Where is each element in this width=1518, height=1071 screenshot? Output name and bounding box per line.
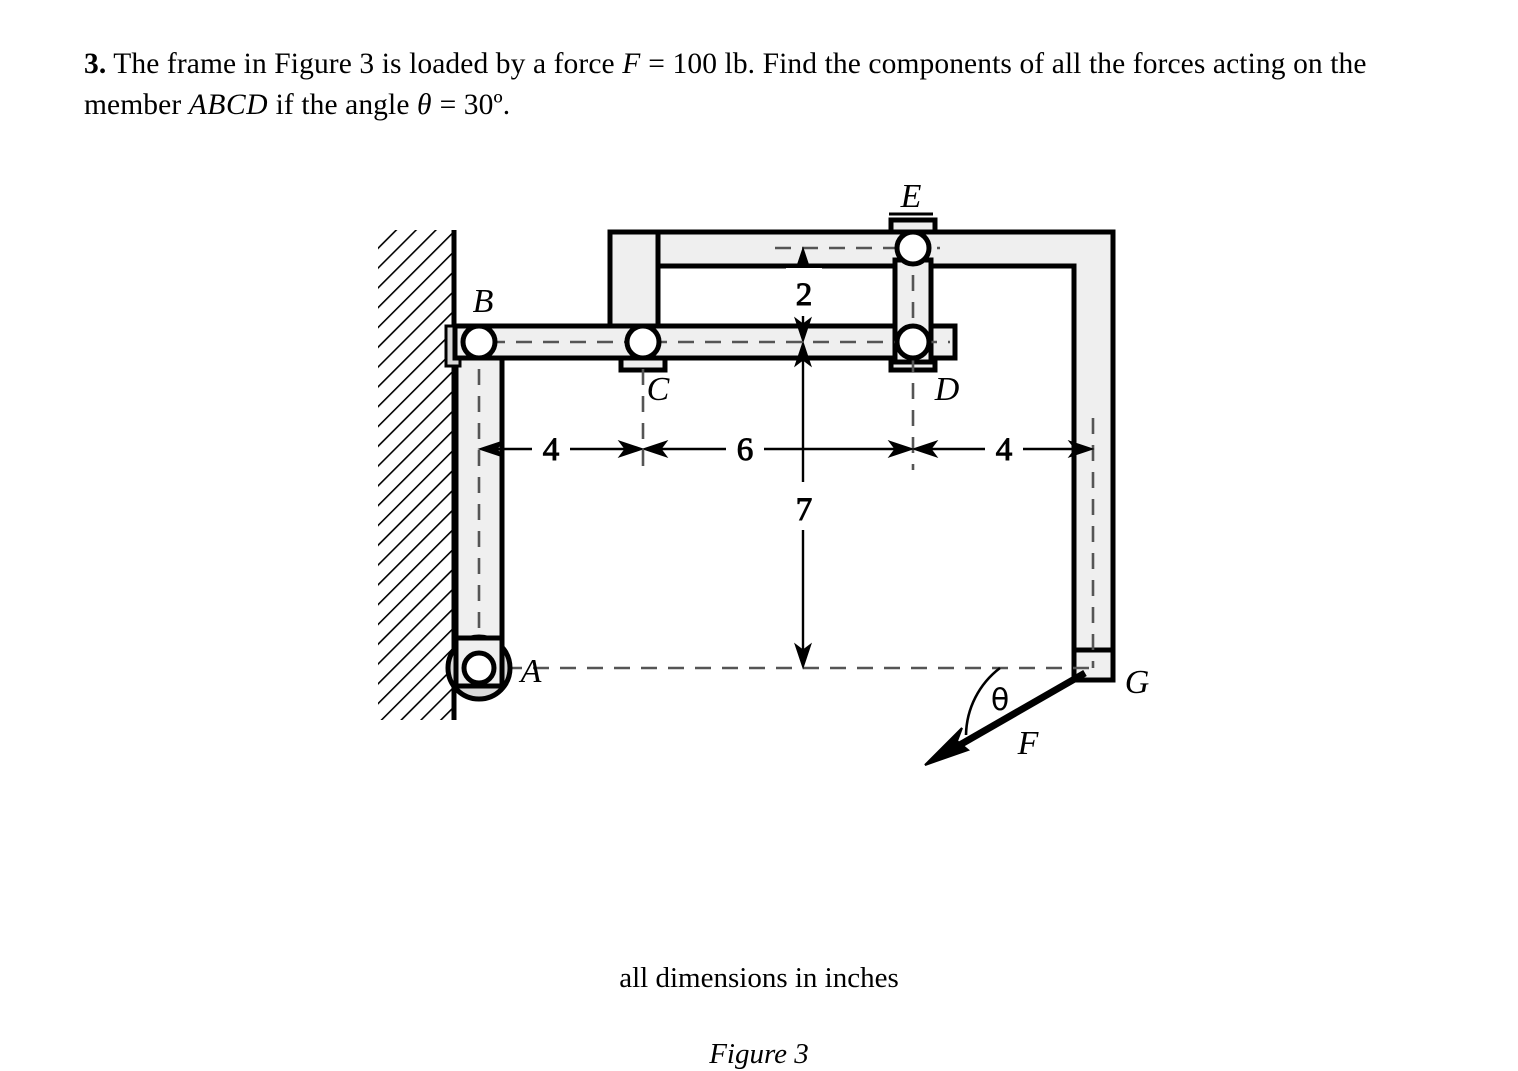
problem-text-2b: if the angle — [268, 88, 417, 121]
pin-D — [894, 323, 932, 361]
pin-C — [624, 323, 662, 361]
horizontal-dimension-chain: 4 6 4 — [477, 426, 1095, 470]
dim7-arrow-bottom — [794, 642, 812, 670]
force-symbol: F — [622, 48, 641, 80]
label-B: B — [473, 283, 494, 320]
member-AB-vertical — [444, 324, 505, 673]
dim4b-arrow-left — [911, 440, 939, 458]
problem-text-1b: = 100 lb. Find the components of all the… — [640, 48, 1206, 80]
dimensions-note: all dimensions in inches — [619, 962, 899, 994]
label-G: G — [1125, 664, 1150, 701]
dimension-4-right: 4 — [996, 432, 1013, 468]
dim6-arrow-right — [887, 440, 915, 458]
pin-B — [460, 323, 498, 361]
dim7-arrow-top — [794, 340, 812, 368]
problem-text-2c: = 30º. — [432, 88, 511, 121]
dim4a-arrow-right — [617, 440, 645, 458]
page-root: 3. The frame in Figure 3 is loaded by a … — [0, 44, 1518, 1070]
vertical-dimension-2: 2 — [786, 246, 822, 344]
label-C: C — [647, 371, 670, 408]
dim2-arrow-bottom — [794, 316, 812, 344]
frame-svg: 4 6 4 2 7 — [378, 178, 1150, 766]
wall-hatch-fill — [378, 230, 454, 720]
pins — [445, 229, 932, 702]
dim2-label-bg — [786, 268, 822, 316]
dim6-label-bg — [726, 426, 764, 470]
dim4a-label-bg — [532, 426, 570, 470]
dimension-2-vertical: 2 — [796, 277, 813, 313]
problem-text-1a: The frame in Figure 3 is loaded by a for… — [113, 48, 623, 80]
problem-statement: 3. The frame in Figure 3 is loaded by a … — [84, 44, 1464, 125]
figure-caption: Figure 3 — [709, 1038, 809, 1070]
member-symbol: ABCD — [188, 88, 269, 121]
label-D: D — [934, 371, 960, 408]
dim4b-arrow-right — [1067, 440, 1095, 458]
dimension-7-vertical: 7 — [796, 492, 813, 528]
label-A: A — [519, 653, 542, 690]
wall-support — [378, 230, 457, 720]
member-ABCD-horizontal — [452, 323, 958, 373]
figure-3-diagram: 4 6 4 2 7 — [0, 150, 1518, 1070]
dim4a-arrow-left — [477, 440, 505, 458]
label-E: E — [900, 178, 922, 215]
problem-number: 3. — [84, 48, 107, 80]
dimension-4-left: 4 — [543, 432, 560, 468]
force-F-shaft — [942, 669, 1087, 758]
pin-A — [461, 650, 497, 686]
force-F-annotation: θ F — [924, 666, 1087, 766]
member-outer-frame-EG — [607, 229, 1116, 683]
dim2-arrow-top — [794, 246, 812, 274]
force-F-arrowhead — [924, 727, 971, 766]
outer-frame-top-right-body — [607, 229, 1116, 683]
angle-theta-label: θ — [991, 683, 1009, 718]
dim4b-label-bg — [985, 426, 1023, 470]
dim6-arrow-left — [641, 440, 669, 458]
pin-E — [894, 229, 932, 267]
theta-symbol: θ — [417, 88, 433, 121]
dim7-label-bg — [786, 482, 822, 530]
angle-arc — [964, 666, 1001, 736]
label-F: F — [1017, 725, 1040, 762]
problem-text-2a: acting on the member — [84, 48, 1367, 121]
dimension-6-middle: 6 — [737, 432, 754, 468]
point-labels: B C D E A G — [473, 178, 1150, 701]
vertical-dimension-7: 7 — [786, 340, 822, 670]
